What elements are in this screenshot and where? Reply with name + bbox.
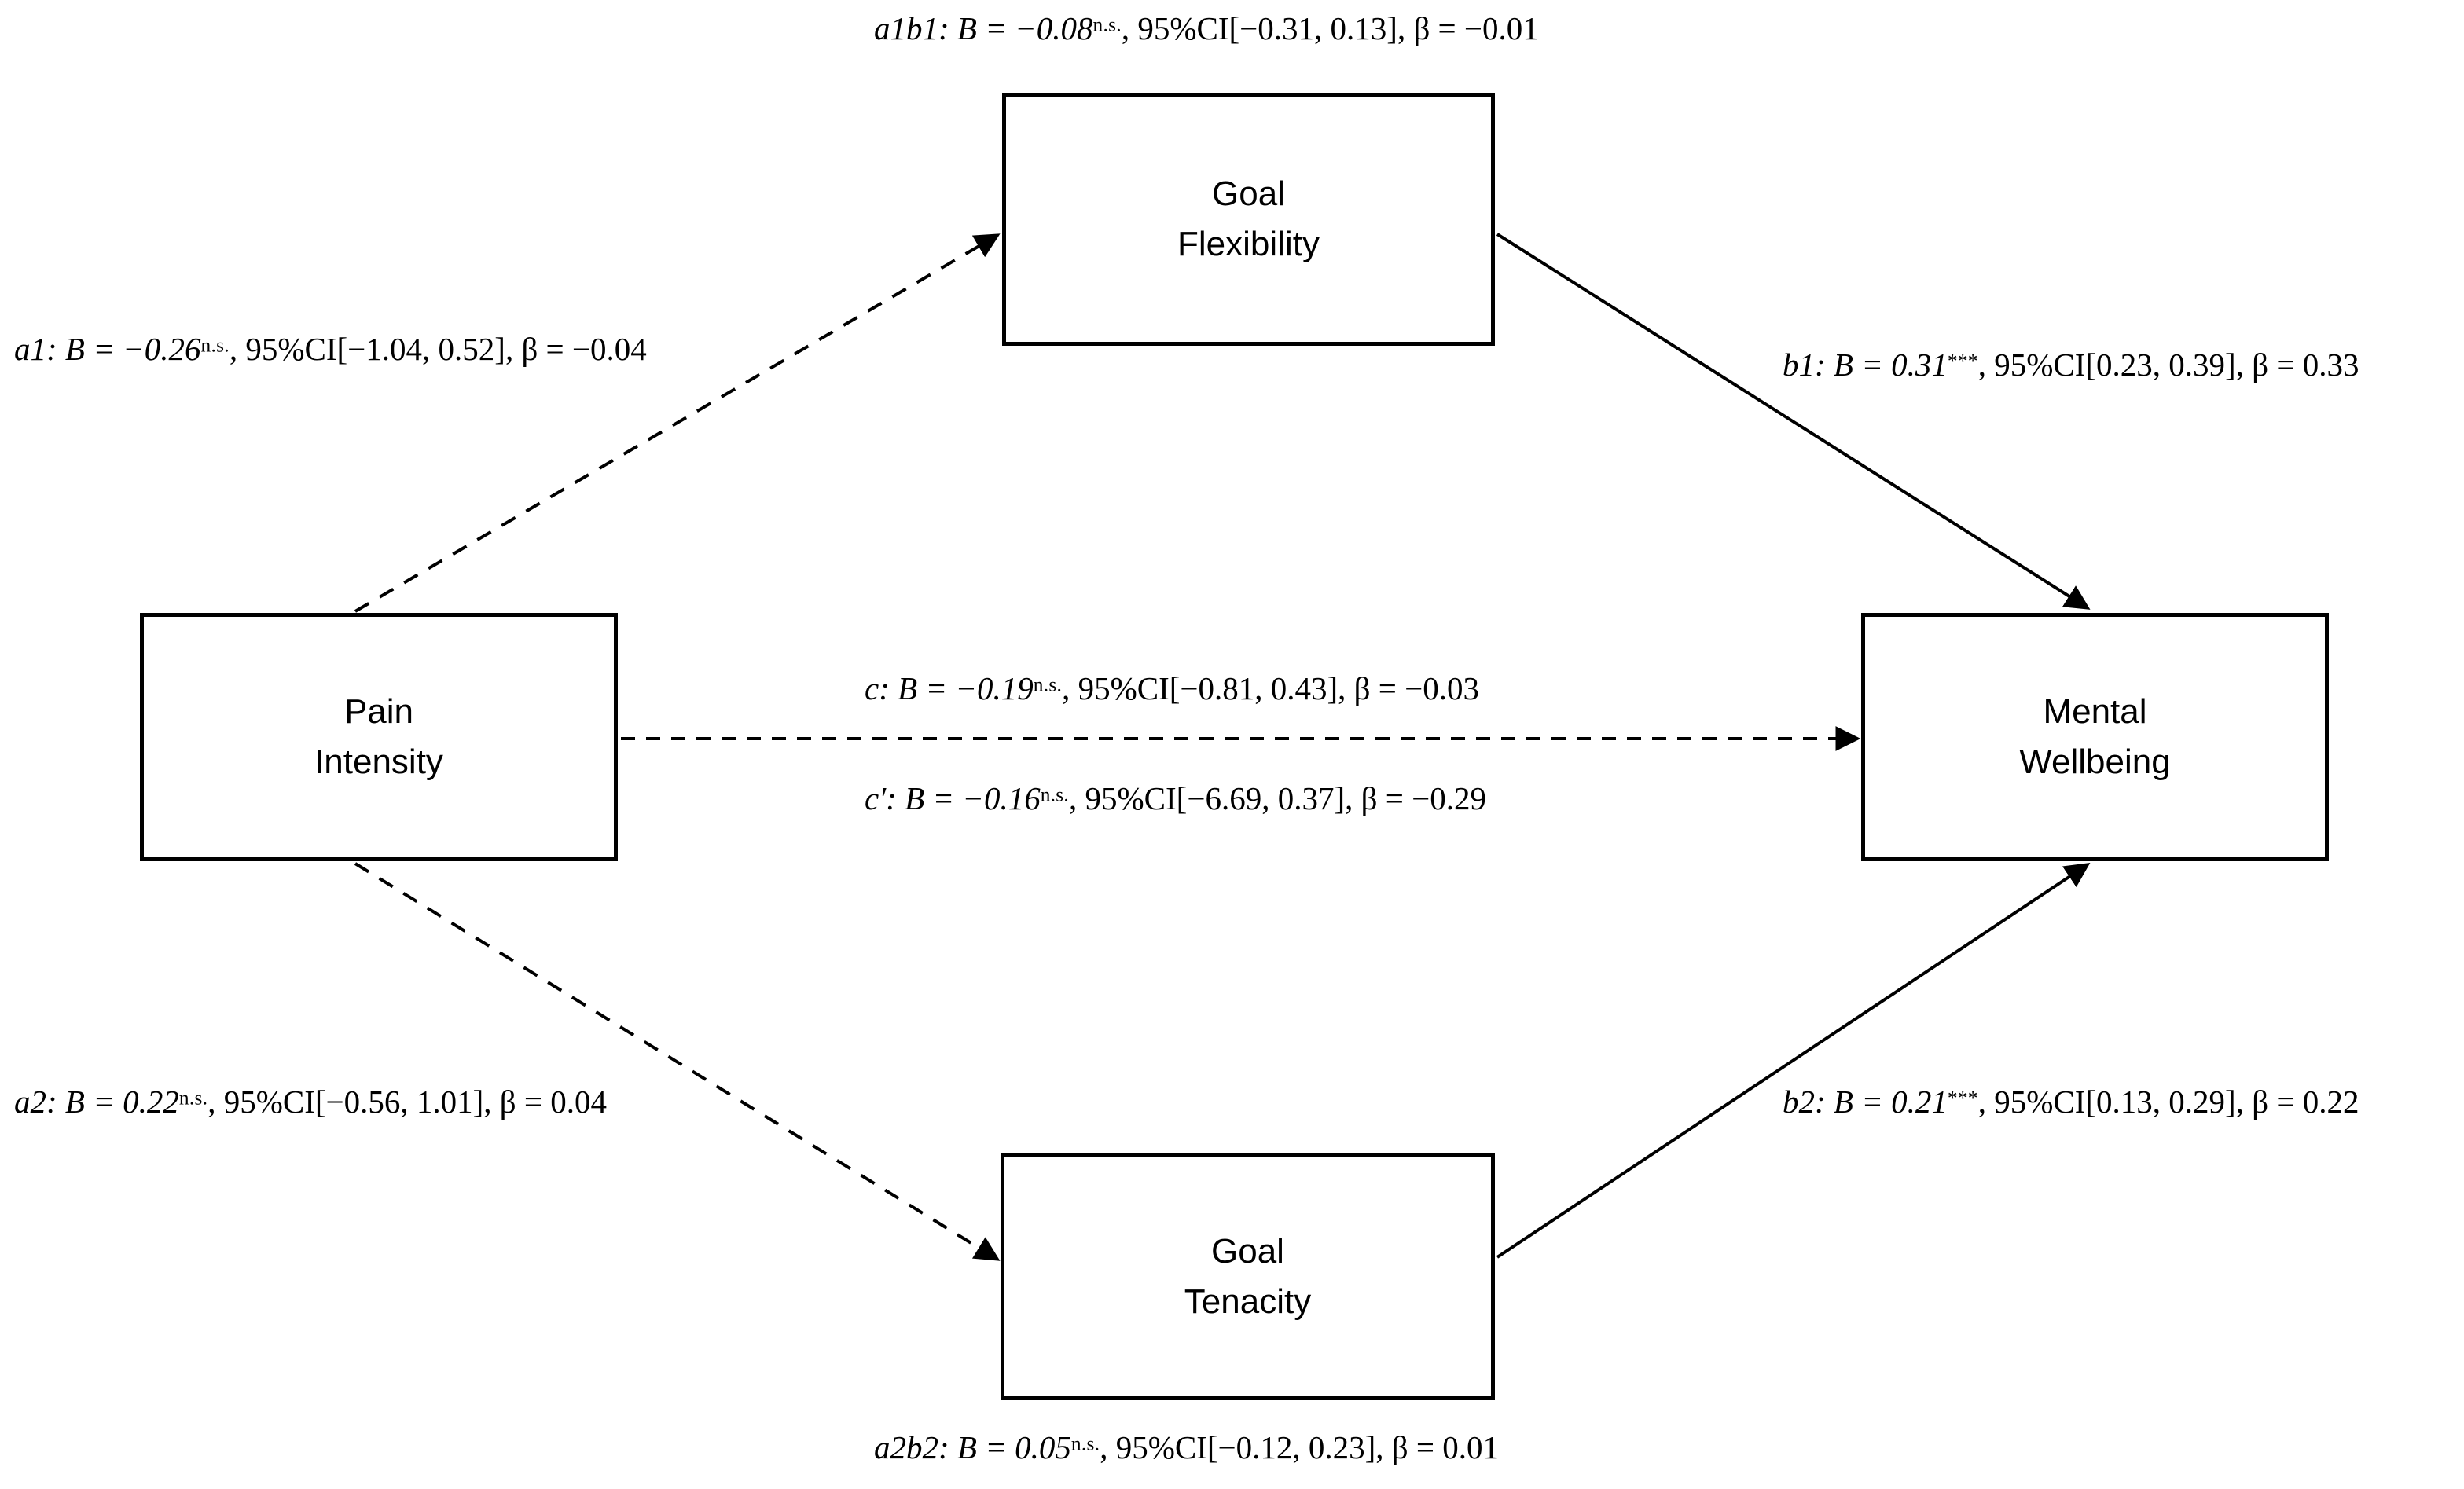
path-label-b2: b2: B = 0.21***, 95%CI[0.13, 0.29], β = … bbox=[1783, 1083, 2359, 1121]
path-label-a1b1-prefix: a1b1 bbox=[874, 10, 938, 46]
path-label-a1b1-rest: , 95%CI[−0.31, 0.13], β = −0.01 bbox=[1121, 10, 1539, 46]
path-line-a2 bbox=[354, 862, 1001, 1261]
path-label-b2-prefix: b2 bbox=[1783, 1084, 1815, 1120]
path-label-a1b1: a1b1: B = −0.08n.s., 95%CI[−0.31, 0.13],… bbox=[874, 9, 1539, 48]
node-pain-intensity[interactable]: Pain Intensity bbox=[140, 613, 618, 861]
path-label-a1-sig: n.s. bbox=[200, 334, 230, 357]
path-label-c-rest: , 95%CI[−0.81, 0.43], β = −0.03 bbox=[1062, 670, 1480, 706]
node-goal-tenacity-label: Goal Tenacity bbox=[1184, 1232, 1312, 1321]
node-goal-flexibility[interactable]: Goal Flexibility bbox=[1002, 93, 1495, 346]
path-label-b1-prefix: b1 bbox=[1783, 347, 1815, 383]
path-label-a2-sig: n.s. bbox=[178, 1087, 208, 1109]
node-mental-wellbeing[interactable]: Mental Wellbeing bbox=[1861, 613, 2329, 861]
path-label-b1: b1: B = 0.31***, 95%CI[0.23, 0.39], β = … bbox=[1783, 346, 2359, 384]
node-goal-flexibility-label: Goal Flexibility bbox=[1177, 174, 1320, 263]
path-label-a2b2-sig: n.s. bbox=[1070, 1432, 1100, 1455]
path-label-a2-prefix: a2 bbox=[14, 1084, 46, 1120]
path-label-a2b2-stat: : B = 0.05 bbox=[938, 1429, 1071, 1465]
path-label-b2-stat: : B = 0.21 bbox=[1815, 1084, 1948, 1120]
path-label-a1b1-sig: n.s. bbox=[1092, 13, 1122, 36]
path-label-a2-stat: : B = 0.22 bbox=[46, 1084, 179, 1120]
path-line-b1 bbox=[1496, 233, 2091, 610]
node-goal-tenacity[interactable]: Goal Tenacity bbox=[1001, 1153, 1495, 1400]
path-label-a2-rest: , 95%CI[−0.56, 1.01], β = 0.04 bbox=[207, 1084, 608, 1120]
path-label-a2: a2: B = 0.22n.s., 95%CI[−0.56, 1.01], β … bbox=[14, 1083, 607, 1121]
path-label-b1-rest: , 95%CI[0.23, 0.39], β = 0.33 bbox=[1977, 347, 2359, 383]
path-label-c-prime-stat: : B = −0.16 bbox=[886, 780, 1041, 816]
path-label-c-prime-sig: n.s. bbox=[1040, 783, 1070, 806]
path-label-b2-rest: , 95%CI[0.13, 0.29], β = 0.22 bbox=[1977, 1084, 2359, 1120]
path-label-a2b2-rest: , 95%CI[−0.12, 0.23], β = 0.01 bbox=[1100, 1429, 1500, 1465]
path-line-b2 bbox=[1496, 863, 2091, 1259]
node-mental-wellbeing-label: Mental Wellbeing bbox=[2019, 692, 2171, 781]
path-label-a1-stat: : B = −0.26 bbox=[46, 331, 201, 367]
path-label-c-prime-prefix: c′ bbox=[865, 780, 887, 816]
path-label-a1b1-stat: : B = −0.08 bbox=[938, 10, 1093, 46]
path-label-a1-rest: , 95%CI[−1.04, 0.52], β = −0.04 bbox=[229, 331, 647, 367]
path-label-c-prime-rest: , 95%CI[−6.69, 0.37], β = −0.29 bbox=[1069, 780, 1486, 816]
path-label-a2b2: a2b2: B = 0.05n.s., 95%CI[−0.12, 0.23], … bbox=[874, 1428, 1499, 1467]
path-label-a1: a1: B = −0.26n.s., 95%CI[−1.04, 0.52], β… bbox=[14, 330, 647, 369]
path-label-c-sig: n.s. bbox=[1033, 673, 1063, 696]
path-label-b1-sig: *** bbox=[1947, 350, 1978, 372]
path-label-c-stat: : B = −0.19 bbox=[879, 670, 1034, 706]
node-pain-intensity-label: Pain Intensity bbox=[314, 692, 443, 781]
path-label-b2-sig: *** bbox=[1947, 1087, 1978, 1109]
path-label-a1-prefix: a1 bbox=[14, 331, 46, 367]
path-label-c: c: B = −0.19n.s., 95%CI[−0.81, 0.43], β … bbox=[865, 669, 1479, 708]
path-label-c-prime: c′: B = −0.16n.s., 95%CI[−6.69, 0.37], β… bbox=[865, 779, 1486, 818]
path-label-b1-stat: : B = 0.31 bbox=[1815, 347, 1948, 383]
path-label-c-prefix: c bbox=[865, 670, 879, 706]
path-line-a1 bbox=[354, 233, 1001, 613]
path-label-a2b2-prefix: a2b2 bbox=[874, 1429, 938, 1465]
